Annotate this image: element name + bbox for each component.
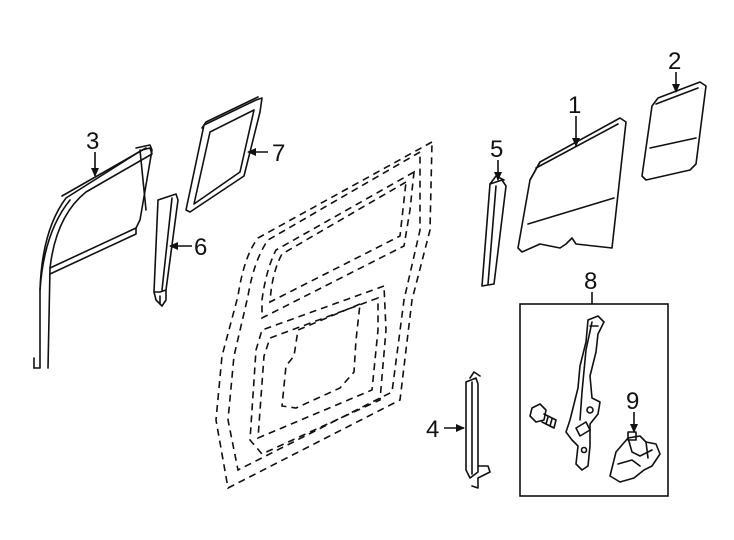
part-7-quarter-glass-frame[interactable] (185, 96, 263, 213)
part-8-bolt[interactable] (529, 403, 557, 429)
callout-3: 3 (86, 128, 99, 155)
callout-4: 4 (426, 416, 439, 443)
callout-8: 8 (584, 268, 597, 295)
part-6-division-bar[interactable] (153, 193, 179, 307)
callout-9: 9 (626, 388, 639, 415)
part-8-window-regulator[interactable] (565, 315, 605, 471)
door-shell-outline (215, 140, 433, 490)
part-3-glass-run-channel[interactable] (33, 144, 153, 369)
callout-5: 5 (490, 136, 503, 163)
callout-7: 7 (272, 140, 285, 167)
part-2-quarter-glass[interactable] (641, 81, 707, 181)
part-4-run-channel[interactable] (465, 371, 491, 489)
callout-2: 2 (668, 48, 681, 75)
part-1-door-glass[interactable] (517, 117, 627, 253)
callout-1: 1 (568, 92, 581, 119)
callout-6: 6 (194, 234, 207, 261)
part-9-regulator-motor[interactable] (609, 431, 661, 483)
regulator-assembly-box (519, 303, 669, 497)
part-5-edge-seal[interactable] (481, 175, 507, 287)
